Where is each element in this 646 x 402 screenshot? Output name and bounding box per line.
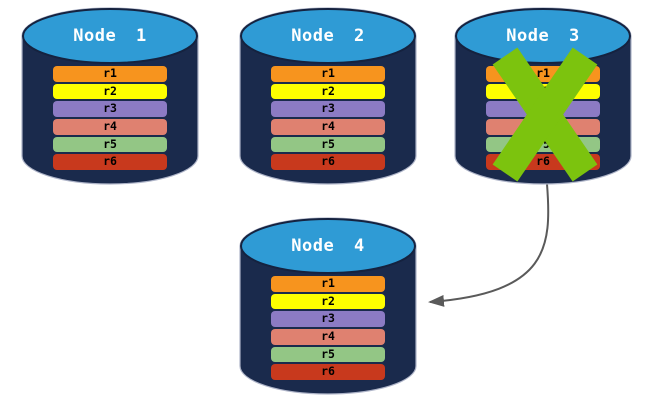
replica-row: r2 — [53, 83, 167, 100]
replica-row: r6 — [271, 364, 385, 380]
replica-row: r3 — [53, 101, 167, 117]
replica-row: r1 — [271, 66, 385, 82]
node-title: Node 2 — [291, 26, 365, 46]
node-title: Node 3 — [506, 26, 580, 46]
replica-row: r6 — [53, 154, 167, 170]
replica-row: r3 — [271, 101, 385, 117]
failure-x-icon — [492, 47, 598, 182]
replica-row: r4 — [271, 119, 385, 135]
node-title: Node 4 — [291, 236, 365, 256]
replica-row: r4 — [271, 329, 385, 345]
replica-row: r6 — [271, 154, 385, 170]
replica-row: r5 — [271, 136, 385, 153]
arrow-curve — [428, 183, 550, 307]
replica-row: r2 — [271, 83, 385, 100]
node-title: Node 1 — [73, 26, 147, 46]
replica-row: r3 — [271, 311, 385, 327]
replica-row: r4 — [53, 119, 167, 135]
replica-row: r1 — [53, 66, 167, 82]
replica-row: r5 — [271, 346, 385, 363]
replica-row: r1 — [271, 276, 385, 292]
replica-row: r5 — [53, 136, 167, 153]
replica-row: r2 — [271, 293, 385, 310]
